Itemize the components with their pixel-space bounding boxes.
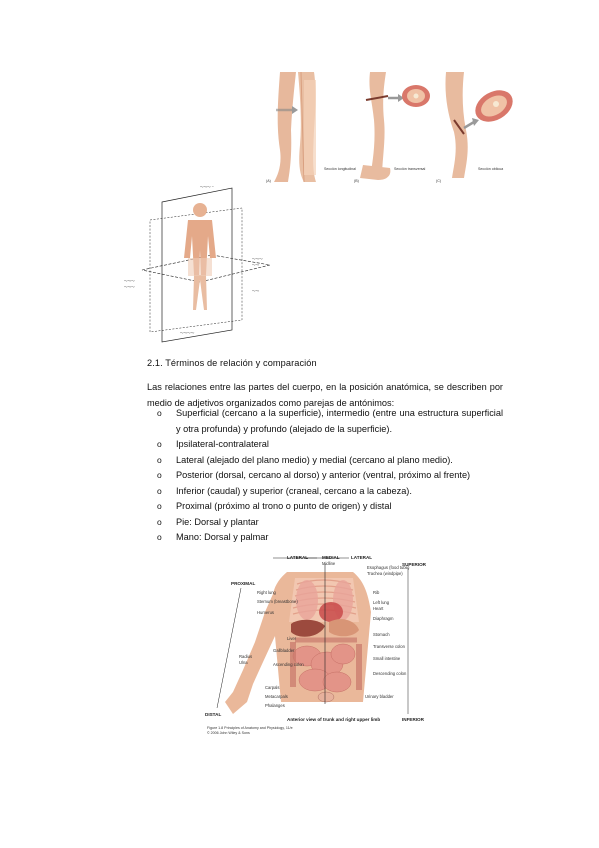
label-phalanges: Phalanges [265, 703, 285, 708]
caption-oblique: Sección oblicua [478, 167, 503, 171]
label-ascending-colon: Ascending colon [273, 662, 304, 667]
panel-a-label: (A) [266, 179, 271, 183]
panel-a-legs [274, 71, 316, 183]
section-paragraph: Las relaciones entre las partes del cuer… [147, 382, 503, 408]
trunk-illustration [225, 564, 371, 714]
plane-label-top: 〜〜〜 ~ [200, 185, 214, 189]
label-diaphragm: Diaphragm [373, 616, 394, 621]
label-radius: Radius [239, 654, 252, 659]
anatomical-planes-figure: 〜〜〜 ~ 〜〜〜 〜〜 〜〜〜 〜〜〜 〜〜 〜〜〜〜 [124, 185, 271, 343]
label-proximal: PROXIMAL [231, 581, 255, 586]
panel-c-label: (C) [436, 179, 441, 183]
label-liver: Liver [287, 636, 297, 641]
plane-label-right-1: 〜〜〜 [252, 257, 263, 261]
label-descending-colon: Descending colon [373, 671, 407, 676]
caption-transverse: Sección transversal [394, 167, 426, 171]
label-humerus: Humerus [257, 610, 274, 615]
credit-line-2: © 2006 John Wiley & Sons [207, 731, 250, 735]
plane-label-right-2: 〜〜 [252, 263, 260, 267]
label-stomach: Stomach [373, 632, 390, 637]
label-urinary-bladder: Urinary bladder [365, 694, 394, 699]
label-sternum: Sternum (breastbone) [257, 599, 298, 604]
left-label-list: Right lung Sternum (breastbone) Humerus … [239, 590, 304, 708]
leg-sections-figure: (A) Sección longitudinal (B) Sección tra… [266, 71, 513, 183]
panel-b-legs [360, 72, 430, 180]
section-heading: 2.1. Términos de relación y comparación [147, 358, 317, 368]
credit-line-1: Figure 1.8 Principles of Anatomy and Phy… [207, 726, 293, 730]
label-heart: Heart [373, 606, 384, 611]
label-lateral-right: LATERAL [351, 555, 372, 560]
right-label-list: Esophagus (food tube) Trachea (windpipe)… [365, 565, 410, 699]
label-trachea: Trachea (windpipe) [367, 571, 403, 576]
label-right-lung: Right lung [257, 590, 277, 595]
label-medial: MEDIAL [322, 555, 340, 560]
label-inferior: INFERIOR [402, 717, 425, 722]
label-transverse-colon: Transverse colon [373, 644, 406, 649]
label-lateral-left: LATERAL [287, 555, 308, 560]
label-small-intestine: Small intestine [373, 656, 401, 661]
label-gallbladder: Gallbladder [273, 648, 295, 653]
panel-b-label: (B) [354, 179, 359, 183]
trunk-caption: Anterior view of trunk and right upper l… [287, 717, 380, 722]
label-ulna: Ulna [239, 660, 248, 665]
label-rib: Rib [373, 590, 380, 595]
label-left-lung: Left lung [373, 600, 390, 605]
plane-label-bottom: 〜〜〜〜 [180, 331, 195, 335]
panel-c-legs [445, 72, 513, 178]
plane-label-left-1: 〜〜〜 [124, 279, 135, 283]
caption-longitudinal: Sección longitudinal [324, 167, 356, 171]
human-figure [184, 203, 216, 310]
label-midline: Midline [322, 561, 336, 566]
label-distal: DISTAL [205, 712, 221, 717]
plane-label-right-3: 〜〜 [252, 289, 260, 293]
plane-label-left-2: 〜〜〜 [124, 285, 135, 289]
label-metacarpals: Metacarpals [265, 694, 288, 699]
label-carpals: Carpals [265, 685, 279, 690]
trunk-figure: LATERAL MEDIAL LATERAL Midline SUPERIOR … [205, 555, 427, 735]
label-superior: SUPERIOR [402, 562, 427, 567]
label-esophagus: Esophagus (food tube) [367, 565, 410, 570]
